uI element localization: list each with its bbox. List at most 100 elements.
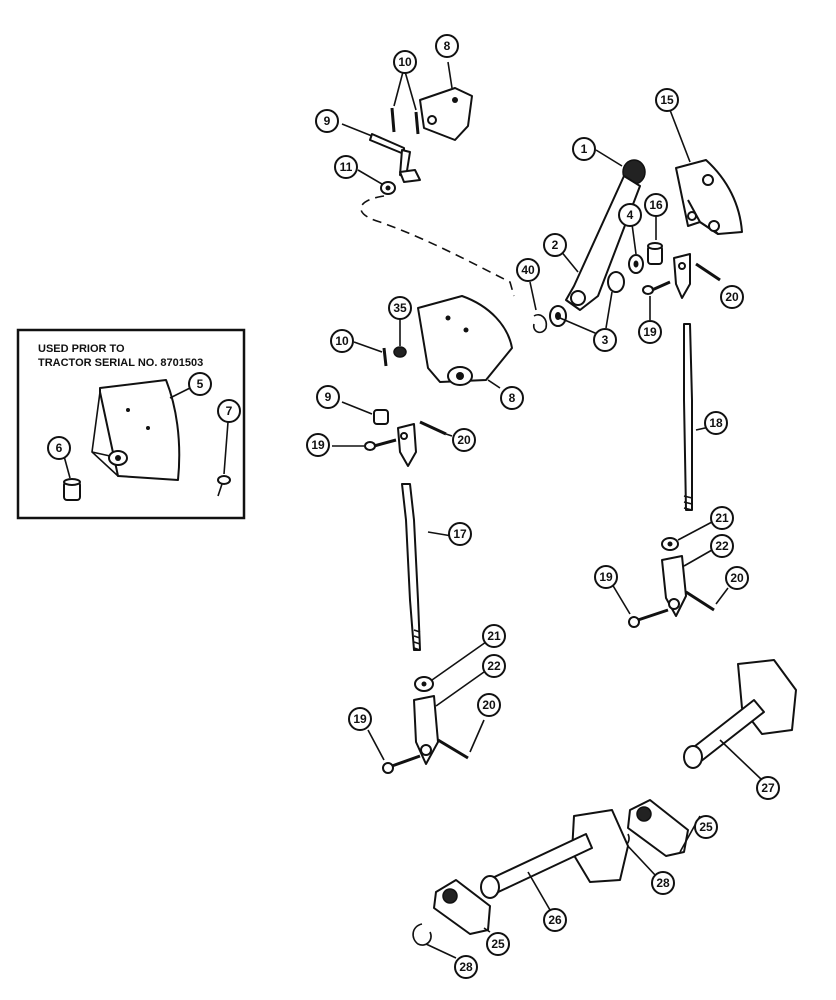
svg-text:19: 19 [353,712,367,726]
svg-text:5: 5 [197,377,204,391]
callout-40: 40 [516,258,540,282]
svg-text:7: 7 [226,404,233,418]
svg-text:19: 19 [599,570,613,584]
svg-text:27: 27 [761,781,775,795]
callout-21-left: 21 [482,624,506,648]
linkage-dashed-line [360,195,515,297]
svg-text:25: 25 [699,820,713,834]
svg-text:11: 11 [340,160,353,174]
clevis-upper-left [397,423,417,467]
callout-19-upper-left: 19 [306,433,330,457]
nut-part-35 [393,318,407,358]
callout-9-lower: 9 [316,385,340,409]
svg-text:10: 10 [335,334,349,348]
callout-21-right: 21 [710,506,734,530]
nut-part-21-right [661,521,713,551]
callout-17: 17 [448,522,472,546]
svg-text:22: 22 [715,539,729,553]
cotter-part-20-right [685,587,729,612]
svg-text:21: 21 [487,629,501,643]
washer-part-4 [628,223,644,274]
callout-5: 5 [188,372,212,396]
callout-15: 15 [655,88,679,112]
callout-8-lower: 8 [500,386,524,410]
callout-2: 2 [543,233,567,257]
callout-9-upper: 9 [315,109,339,133]
clevis-upper-right [673,253,691,299]
svg-text:8: 8 [444,39,451,53]
svg-text:21: 21 [715,511,729,525]
screw-part-7 [217,475,231,497]
svg-text:18: 18 [709,416,723,430]
callout-19-left: 19 [348,707,372,731]
svg-text:28: 28 [459,960,473,974]
svg-text:28: 28 [656,876,670,890]
ring-part-28-lower [412,923,457,959]
lever-part-2 [559,175,641,311]
callout-6: 6 [47,436,71,460]
svg-text:19: 19 [311,438,325,452]
callout-10-lower: 10 [330,329,354,353]
pin-part-10-lower [353,341,388,367]
clevis-part-22-left [413,671,485,765]
svg-text:20: 20 [457,433,471,447]
pin-part-19-upper-left [332,438,397,451]
callout-35: 35 [388,296,412,320]
spacer-part-6 [63,478,81,501]
callout-27: 27 [756,776,780,800]
callout-20-upper-right: 20 [720,285,744,309]
callout-10-upper: 10 [393,50,417,74]
callout-16: 16 [644,193,668,217]
svg-text:2: 2 [552,238,559,252]
nut-part-21-left [414,641,487,692]
shaft-part-27 [683,659,797,781]
callout-22-right: 22 [710,534,734,558]
spacer-part-9-lower [341,401,389,425]
shaft-part-26 [480,809,629,911]
callout-19-right: 19 [594,565,618,589]
svg-text:9: 9 [325,390,332,404]
callout-28-upper: 28 [651,871,675,895]
svg-text:3: 3 [602,333,609,347]
clevis-part-22-right [661,549,713,617]
svg-text:20: 20 [725,290,739,304]
svg-text:15: 15 [660,93,674,107]
knob-part-1 [595,149,646,185]
bracket-part-8-upper [419,61,473,141]
callout-18: 18 [704,411,728,435]
cotter-part-20-upper-right [695,262,721,282]
cotter-part-20-upper-left [419,420,453,437]
callout-20-upper-left: 20 [452,428,476,452]
callout-22-left: 22 [482,654,506,678]
inset-box: USED PRIOR TO TRACTOR SERIAL NO. 8701503 [16,328,246,520]
bushing-part-16 [647,214,663,265]
clip-part-40 [529,281,548,334]
bracket-part-8-lower [417,295,513,389]
nut-part-11 [357,169,396,195]
callout-8-upper: 8 [435,34,459,58]
svg-text:4: 4 [627,208,634,222]
svg-text:16: 16 [649,198,663,212]
callout-25-lower: 25 [486,932,510,956]
callout-3: 3 [593,328,617,352]
rod-part-18 [683,323,715,511]
svg-text:22: 22 [487,659,501,673]
arm-part-25-lower [433,879,491,935]
svg-text:10: 10 [398,55,412,69]
inset-line-1: USED PRIOR TO [38,343,125,355]
svg-text:40: 40 [521,263,535,277]
callout-7: 7 [217,399,241,423]
svg-text:20: 20 [482,698,496,712]
svg-text:25: 25 [491,937,505,951]
callout-4: 4 [618,203,642,227]
svg-text:9: 9 [324,114,331,128]
quadrant-part-15 [669,109,743,235]
callout-19-upper-right: 19 [638,320,662,344]
arm-part-25-upper [627,799,701,857]
svg-text:20: 20 [730,571,744,585]
svg-text:1: 1 [581,142,588,156]
callout-11: 11 [334,155,358,179]
rod-part-17 [401,483,453,651]
svg-text:19: 19 [643,325,657,339]
svg-text:17: 17 [453,527,467,541]
